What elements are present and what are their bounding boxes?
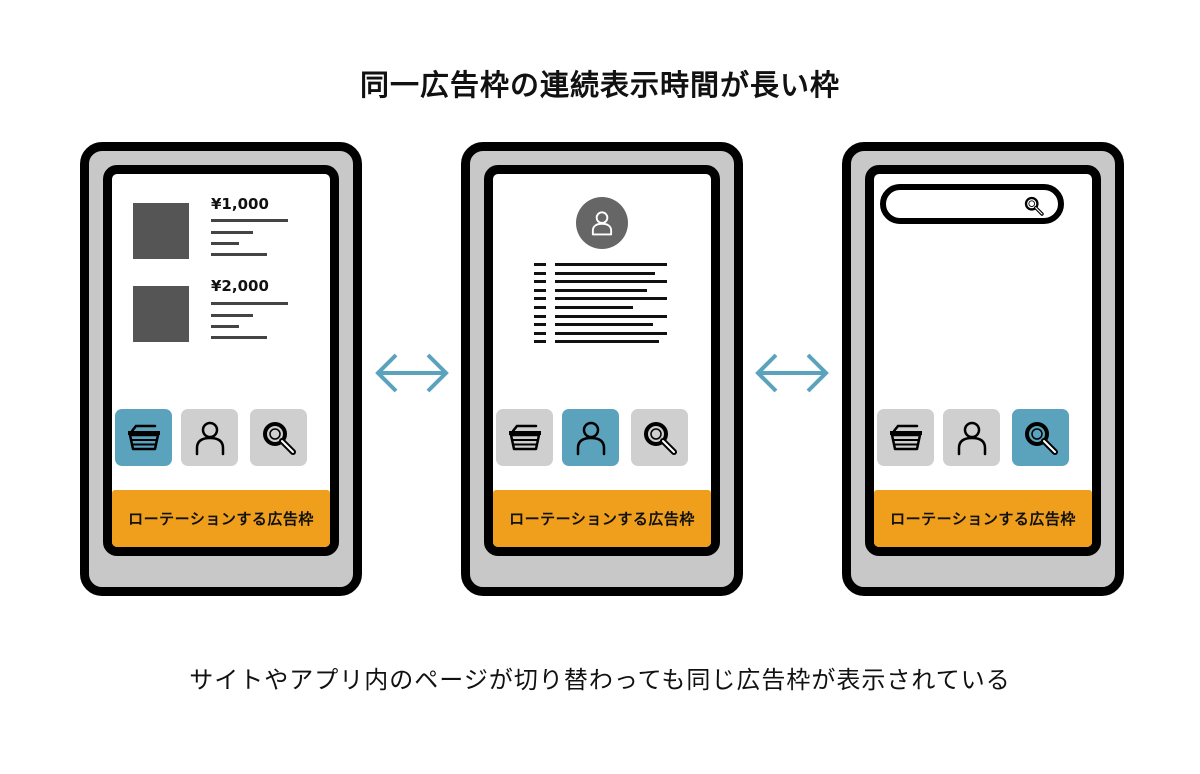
tab-search[interactable] <box>250 409 307 466</box>
person-icon <box>951 417 993 459</box>
tab-bar <box>874 409 1092 467</box>
tab-person[interactable] <box>181 409 238 466</box>
basket-icon <box>504 417 546 459</box>
text-line <box>555 340 659 344</box>
search-icon <box>258 417 300 459</box>
rotating-ad-banner[interactable]: ローテーションする広告枠 <box>112 490 330 547</box>
text-line <box>555 331 667 335</box>
text-line <box>211 302 288 305</box>
double-arrow-icon <box>375 353 449 393</box>
text-line <box>211 253 267 256</box>
phone-screen: ¥1,000 ¥2,000 ローテーションする広告枠 <box>103 165 339 556</box>
bullet-mark <box>534 323 546 327</box>
product-image <box>133 286 189 342</box>
phone-shop: ¥1,000 ¥2,000 ローテーションする広告枠 <box>80 142 362 596</box>
text-line <box>555 314 667 318</box>
search-input[interactable] <box>880 184 1064 224</box>
text-line <box>555 271 655 275</box>
diagram-title: 同一広告枠の連続表示時間が長い枠 <box>359 68 840 102</box>
tab-search[interactable] <box>631 409 688 466</box>
tab-search[interactable] <box>1012 409 1069 466</box>
text-line <box>211 242 239 245</box>
tab-bar <box>493 409 711 467</box>
rotating-ad-banner[interactable]: ローテーションする広告枠 <box>874 490 1092 547</box>
product-price: ¥2,000 <box>211 277 269 295</box>
text-line <box>555 306 633 309</box>
phone-screen: ローテーションする広告枠 <box>865 165 1101 556</box>
text-line <box>555 323 653 327</box>
bullet-mark <box>534 280 546 284</box>
text-line <box>211 219 288 222</box>
bullet-mark <box>534 263 546 266</box>
search-icon <box>1022 194 1046 218</box>
bullet-mark <box>534 306 546 309</box>
person-icon <box>189 417 231 459</box>
text-line <box>211 325 239 328</box>
bullet-mark <box>534 271 546 275</box>
product-image <box>133 203 189 259</box>
phone-screen: ローテーションする広告枠 <box>484 165 720 556</box>
tab-basket[interactable] <box>496 409 553 466</box>
tab-person[interactable] <box>943 409 1000 466</box>
user-icon <box>591 211 613 236</box>
diagram-caption: サイトやアプリ内のページが切り替わっても同じ広告枠が表示されている <box>189 666 1011 694</box>
avatar <box>576 197 628 249</box>
text-line <box>555 263 667 266</box>
bullet-mark <box>534 331 546 335</box>
tab-person[interactable] <box>562 409 619 466</box>
bullet-mark <box>534 314 546 318</box>
search-icon <box>639 417 681 459</box>
bullet-mark <box>534 288 546 292</box>
product-price: ¥1,000 <box>211 195 269 213</box>
search-icon <box>1020 417 1062 459</box>
bullet-mark <box>534 340 546 344</box>
rotating-ad-banner[interactable]: ローテーションする広告枠 <box>493 490 711 547</box>
bullet-mark <box>534 297 546 301</box>
text-line <box>211 314 253 317</box>
tab-basket[interactable] <box>877 409 934 466</box>
tab-bar <box>112 409 330 467</box>
text-line <box>211 231 253 234</box>
text-line <box>555 280 667 284</box>
basket-icon <box>885 417 927 459</box>
double-arrow-icon <box>755 353 829 393</box>
person-icon <box>570 417 612 459</box>
text-line <box>555 288 647 292</box>
basket-icon <box>123 417 165 459</box>
phone-search: ローテーションする広告枠 <box>842 142 1124 596</box>
text-line <box>211 336 267 339</box>
text-line <box>555 297 667 301</box>
phone-profile: ローテーションする広告枠 <box>461 142 743 596</box>
tab-basket[interactable] <box>115 409 172 466</box>
